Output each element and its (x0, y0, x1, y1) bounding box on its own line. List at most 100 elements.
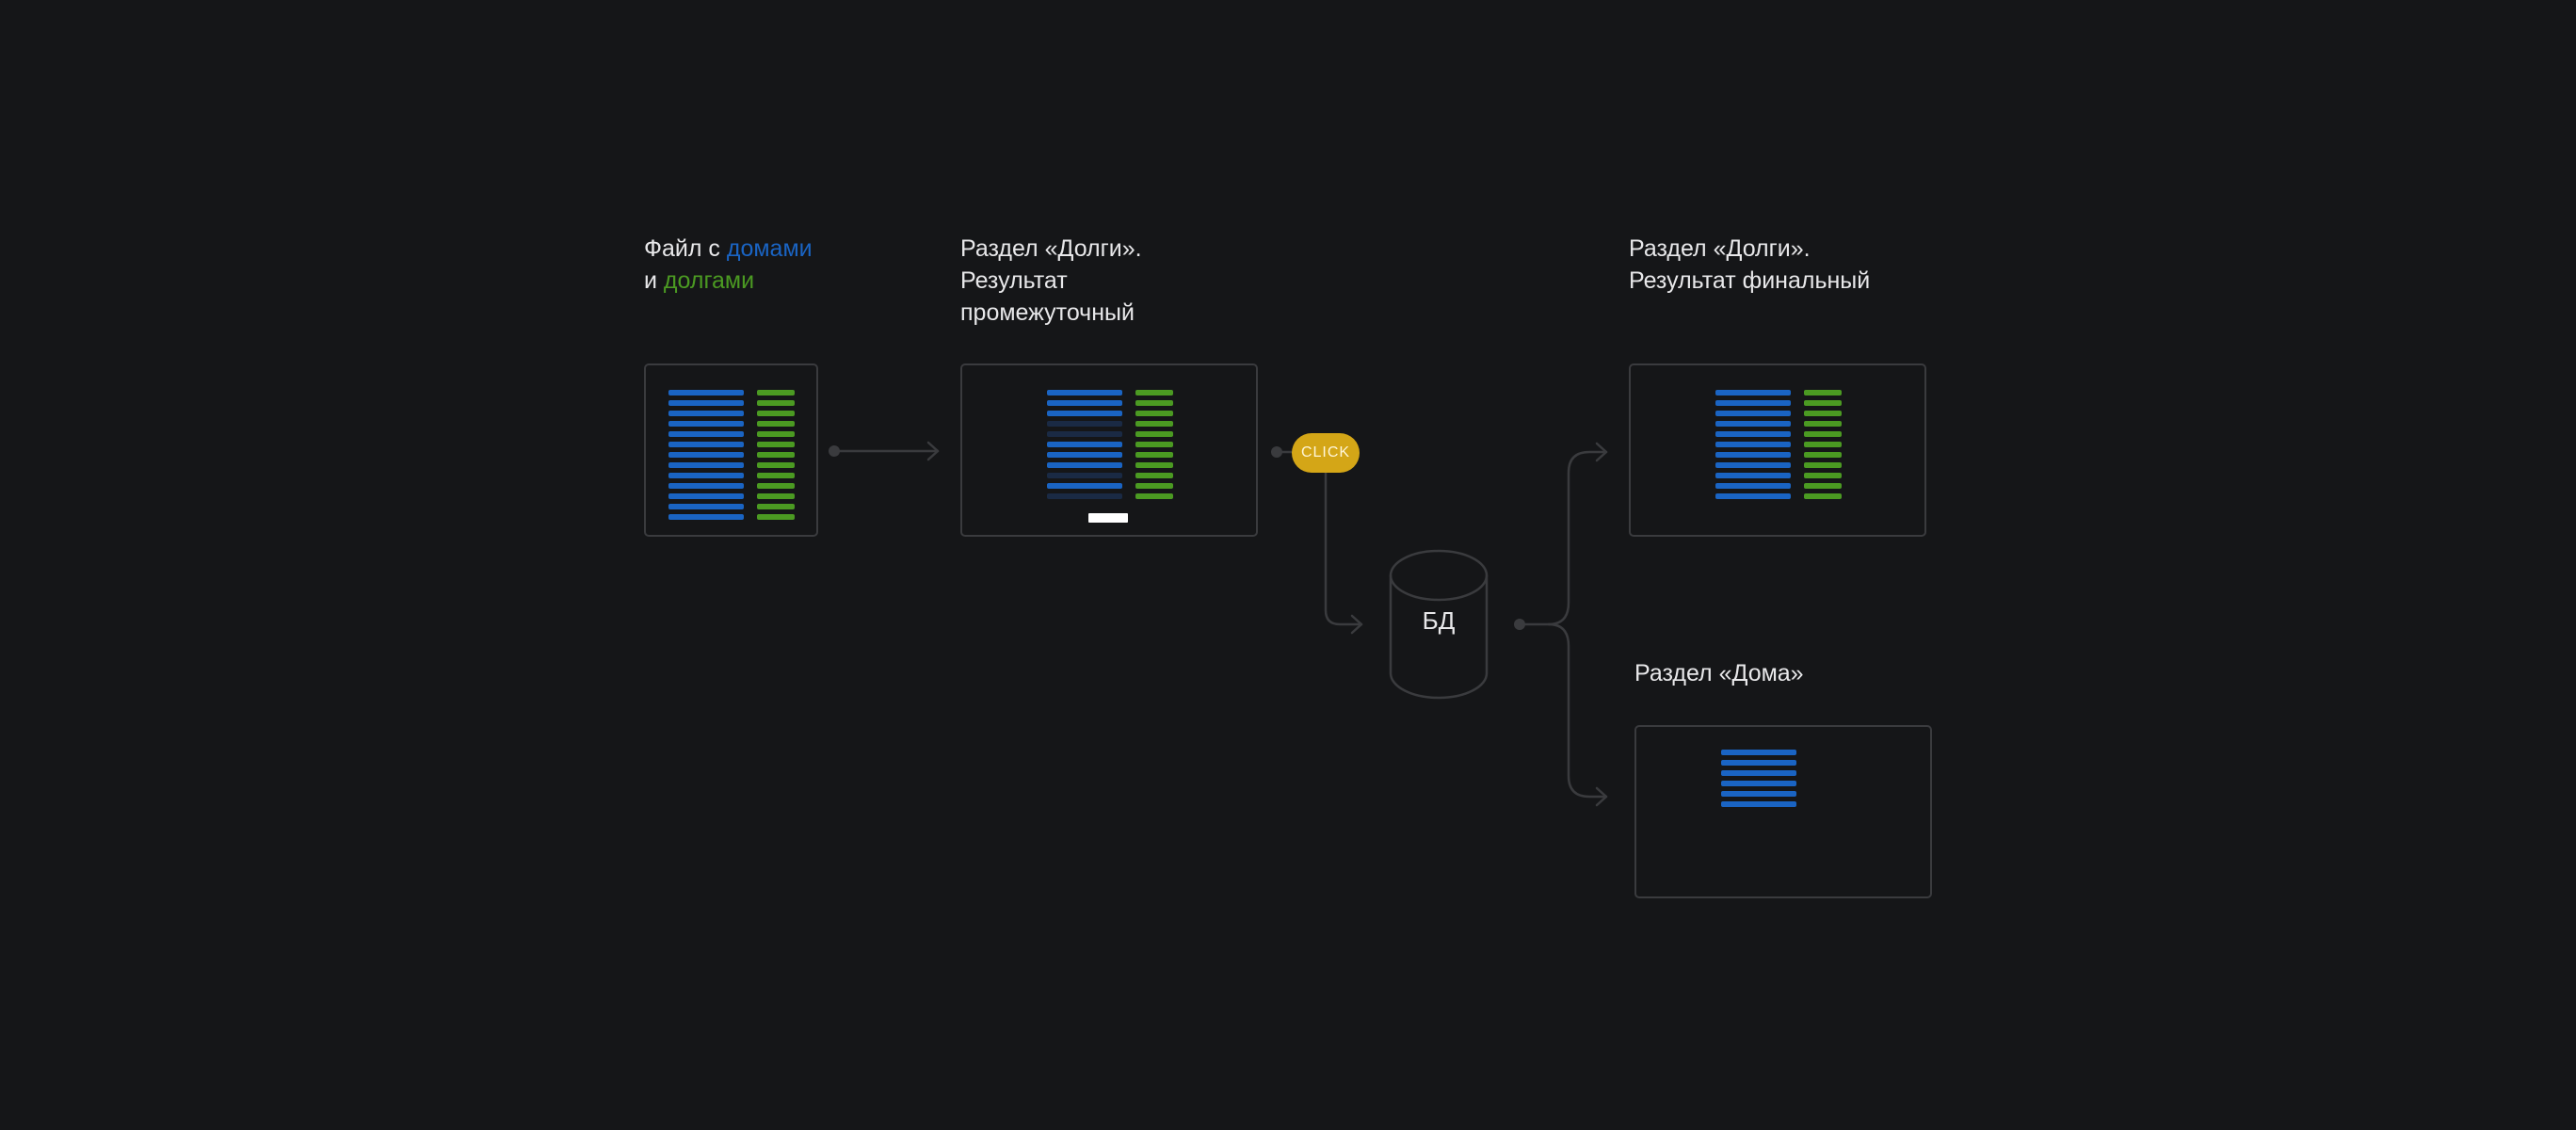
house-row (668, 390, 744, 396)
houses-section-label: Раздел «Дома» (1634, 657, 1804, 689)
house-row (1715, 493, 1791, 499)
intermediate-label-line2: Результат (960, 267, 1068, 294)
house-row (668, 431, 744, 437)
debt-row (757, 452, 795, 458)
arrowhead-final (1595, 442, 1608, 462)
house-row (668, 483, 744, 489)
house-row (1047, 442, 1122, 447)
houses-column (1047, 390, 1122, 499)
connector-dot-source (829, 445, 840, 457)
house-row (1715, 442, 1791, 447)
debt-row (757, 431, 795, 437)
house-row (1721, 750, 1796, 755)
source-file-box (644, 363, 818, 537)
connector-dot-db (1514, 619, 1525, 630)
house-row (1715, 483, 1791, 489)
house-row (1721, 801, 1796, 807)
house-row (1047, 452, 1122, 458)
intermediate-debts-box (960, 363, 1258, 537)
connector-dot-intermediate (1271, 446, 1282, 458)
house-row (1715, 462, 1791, 468)
houses-column (668, 390, 744, 520)
house-row (1047, 390, 1122, 396)
house-row (668, 473, 744, 478)
debt-row (1804, 421, 1842, 427)
house-row (1721, 760, 1796, 766)
debt-row (1804, 400, 1842, 406)
house-row (1047, 483, 1122, 489)
debt-row (757, 442, 795, 447)
debt-row (1135, 400, 1173, 406)
connector-db-to-houses (1547, 622, 1608, 799)
debt-row (757, 462, 795, 468)
intermediate-label: Раздел «Долги». Результат промежуточный (960, 233, 1142, 329)
debt-row (757, 473, 795, 478)
house-row (668, 411, 744, 416)
debt-row (1804, 411, 1842, 416)
debt-row (1135, 452, 1173, 458)
house-row (668, 493, 744, 499)
house-row (1715, 400, 1791, 406)
source-file-label: Файл с домами и долгами (644, 233, 813, 297)
house-row (668, 514, 744, 520)
house-row-pending (1047, 493, 1122, 499)
house-row (1721, 770, 1796, 776)
debt-row (1135, 462, 1173, 468)
debt-row (757, 483, 795, 489)
debt-row (1804, 390, 1842, 396)
debt-row (1804, 452, 1842, 458)
debt-row (1135, 473, 1173, 478)
house-row (1721, 781, 1796, 786)
house-row (668, 442, 744, 447)
debt-row (1135, 421, 1173, 427)
arrowhead-houses (1595, 786, 1608, 807)
debt-row (1135, 442, 1173, 447)
final-label-line2: Результат финальный (1629, 267, 1871, 294)
debt-row (757, 421, 795, 427)
house-row (1715, 411, 1791, 416)
arrowhead-intermediate (926, 441, 940, 461)
houses-column (1715, 390, 1791, 499)
house-row (668, 504, 744, 509)
house-row-pending (1047, 473, 1122, 478)
debts-word: долгами (663, 267, 755, 294)
arrowhead-db (1350, 614, 1363, 635)
source-label-line2-prefix: и (644, 267, 664, 294)
house-row-pending (1047, 431, 1122, 437)
house-row (1047, 400, 1122, 406)
debt-row (1804, 473, 1842, 478)
debts-column (757, 390, 795, 520)
house-row (1047, 411, 1122, 416)
houses-column (1721, 750, 1796, 807)
houses-section-label-line1: Раздел «Дома» (1634, 660, 1804, 686)
house-row (1715, 431, 1791, 437)
debt-row (1135, 390, 1173, 396)
houses-section-box (1634, 725, 1932, 898)
database-cylinder (1389, 549, 1489, 700)
house-row (1715, 390, 1791, 396)
debt-row (757, 493, 795, 499)
debt-row (1804, 462, 1842, 468)
debt-row (1135, 483, 1173, 489)
confirm-button[interactable] (1088, 513, 1128, 523)
debt-row (757, 411, 795, 416)
source-label-prefix: Файл с (644, 235, 727, 262)
debt-row (1804, 483, 1842, 489)
debt-row (757, 390, 795, 396)
intermediate-label-line1: Раздел «Долги». (960, 235, 1142, 262)
debt-row (757, 400, 795, 406)
house-row (668, 400, 744, 406)
house-row (1715, 421, 1791, 427)
house-row (1721, 791, 1796, 797)
database-label: БД (1422, 606, 1456, 635)
house-row-pending (1047, 421, 1122, 427)
intermediate-label-line3: промежуточный (960, 299, 1135, 326)
click-button[interactable]: CLICK (1292, 433, 1360, 473)
debt-row (1804, 442, 1842, 447)
debt-row (1804, 493, 1842, 499)
debt-row (757, 504, 795, 509)
house-row (668, 462, 744, 468)
house-row (668, 452, 744, 458)
house-row (1047, 462, 1122, 468)
